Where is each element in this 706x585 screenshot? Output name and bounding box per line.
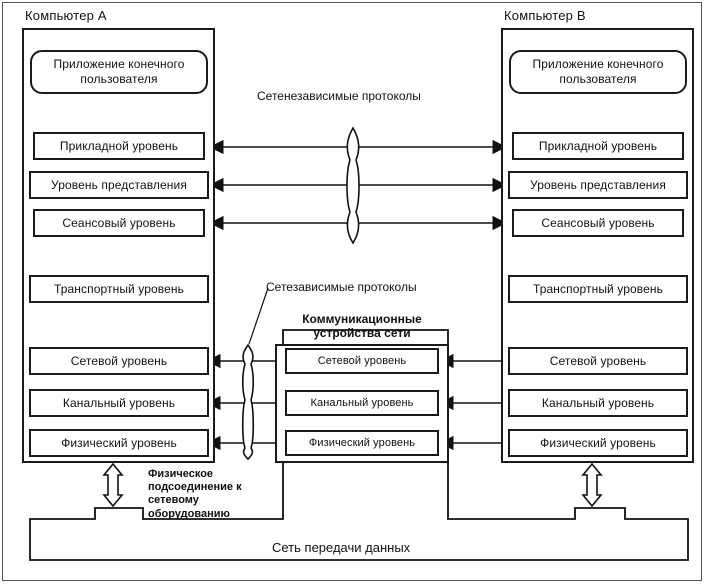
data-network-label: Сеть передачи данных xyxy=(272,540,411,555)
application-line1: Приложение конечного xyxy=(53,57,185,71)
computer-a-layer-session[interactable]: Сеансовый уровень xyxy=(33,209,205,237)
computer-a-layer-network[interactable]: Сетевой уровень xyxy=(29,347,209,375)
comms-layer-network[interactable]: Сетевой уровень xyxy=(285,348,439,374)
network-dependent-protocols-label: Сетезависимые протоколы xyxy=(266,280,417,294)
computer-b-application-box[interactable]: Приложение конечного пользователя xyxy=(509,50,687,94)
computer-b-title: Компьютер В xyxy=(504,8,586,23)
computer-a-title: Компьютер А xyxy=(25,8,107,23)
computer-a-layer-presentation[interactable]: Уровень представления xyxy=(29,171,209,199)
comms-layer-datalink[interactable]: Канальный уровень xyxy=(285,390,439,416)
computer-b-layer-physical[interactable]: Физический уровень xyxy=(508,429,688,457)
computer-b-layer-presentation[interactable]: Уровень представления xyxy=(508,171,688,199)
computer-b-layer-session[interactable]: Сеансовый уровень xyxy=(512,209,684,237)
computer-b-layer-datalink[interactable]: Канальный уровень xyxy=(508,389,688,417)
computer-b-layer-application[interactable]: Прикладной уровень xyxy=(512,132,684,160)
comms-layer-physical[interactable]: Физический уровень xyxy=(285,430,439,456)
computer-a-layer-physical[interactable]: Физический уровень xyxy=(29,429,209,457)
computer-b-layer-network[interactable]: Сетевой уровень xyxy=(508,347,688,375)
application-line2: пользователя xyxy=(559,72,637,86)
computer-a-layer-application[interactable]: Прикладной уровень xyxy=(33,132,205,160)
network-independent-protocols-label: Сетенезависимые протоколы xyxy=(257,89,421,103)
comms-devices-title: Коммуникационные устройства сети xyxy=(277,312,447,341)
comms-devices-line1: Коммуникационные xyxy=(302,312,422,326)
application-line2: пользователя xyxy=(80,72,158,86)
computer-a-application-box[interactable]: Приложение конечного пользователя xyxy=(30,50,208,94)
computer-a-layer-transport[interactable]: Транспортный уровень xyxy=(29,275,209,303)
comms-devices-line2: устройства сети xyxy=(313,325,411,340)
application-line1: Приложение конечного xyxy=(532,57,664,71)
computer-b-layer-transport[interactable]: Транспортный уровень xyxy=(508,275,688,303)
physical-connection-label: Физическое подсоединение к сетевому обор… xyxy=(148,468,242,520)
computer-a-layer-datalink[interactable]: Канальный уровень xyxy=(29,389,209,417)
